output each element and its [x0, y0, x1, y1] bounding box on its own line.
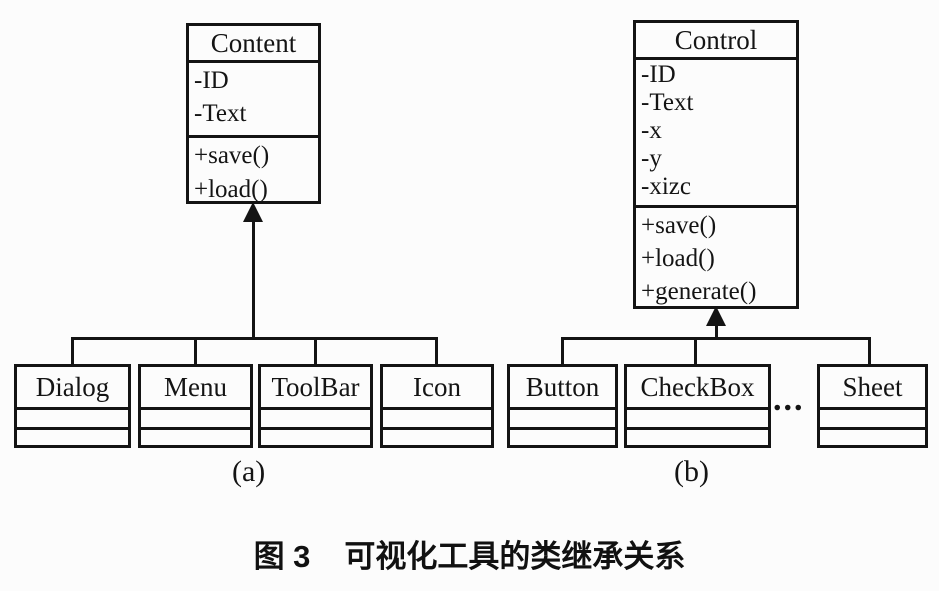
branch-stub-dialog	[71, 340, 74, 365]
branch-stub-icon	[435, 340, 438, 365]
class-name: Content	[189, 26, 318, 63]
attribute: -ID	[641, 61, 676, 88]
empty-methods-compartment	[510, 430, 615, 445]
attribute: -y	[641, 145, 662, 172]
class-box-sheet: Sheet	[817, 364, 928, 448]
empty-methods-compartment	[383, 430, 491, 445]
branch-stub-menu	[194, 340, 197, 365]
attribute: -xizc	[641, 173, 691, 200]
class-box-dialog: Dialog	[14, 364, 131, 448]
class-box-menu: Menu	[138, 364, 253, 448]
empty-attributes-compartment	[627, 410, 768, 430]
class-name: Dialog	[17, 367, 128, 410]
class-name: Button	[510, 367, 615, 410]
branch-stub-toolbar	[314, 340, 317, 365]
method: +save()	[194, 142, 270, 169]
inheritance-branch-line	[561, 337, 871, 340]
class-box-content: Content -ID -Text +save() +load()	[186, 23, 321, 204]
empty-methods-compartment	[627, 430, 768, 445]
figure-caption: 图 3 可视化工具的类继承关系	[0, 531, 939, 576]
class-name: ToolBar	[261, 367, 370, 410]
empty-attributes-compartment	[141, 410, 250, 430]
attribute: -Text	[194, 100, 247, 127]
attribute: -Text	[641, 89, 694, 116]
methods-compartment: +save() +load()	[189, 138, 318, 208]
attributes-compartment: -ID -Text	[189, 63, 318, 138]
empty-methods-compartment	[141, 430, 250, 445]
branch-stub-checkbox	[694, 340, 697, 365]
class-name: Control	[636, 23, 796, 60]
class-box-toolbar: ToolBar	[258, 364, 373, 448]
empty-attributes-compartment	[510, 410, 615, 430]
inheritance-line	[252, 220, 255, 339]
class-name: Icon	[383, 367, 491, 410]
empty-attributes-compartment	[261, 410, 370, 430]
branch-stub-button	[561, 340, 564, 365]
attributes-compartment: -ID -Text -x -y -xizc	[636, 60, 796, 208]
class-box-button: Button	[507, 364, 618, 448]
empty-attributes-compartment	[820, 410, 925, 430]
more-subclasses-ellipsis: ...	[773, 381, 805, 418]
class-name: Sheet	[820, 367, 925, 410]
class-box-control: Control -ID -Text -x -y -xizc +save() +l…	[633, 20, 799, 309]
inheritance-arrowhead	[706, 306, 726, 326]
method: +load()	[641, 245, 715, 272]
empty-methods-compartment	[820, 430, 925, 445]
class-name: Menu	[141, 367, 250, 410]
inheritance-line	[715, 323, 718, 339]
class-box-checkbox: CheckBox	[624, 364, 771, 448]
attribute: -ID	[194, 67, 229, 94]
class-name: CheckBox	[627, 367, 768, 410]
empty-methods-compartment	[261, 430, 370, 445]
empty-attributes-compartment	[17, 410, 128, 430]
method: +save()	[641, 212, 717, 239]
attribute: -x	[641, 117, 662, 144]
class-box-icon: Icon	[380, 364, 494, 448]
methods-compartment: +save() +load() +generate()	[636, 208, 796, 309]
empty-methods-compartment	[17, 430, 128, 445]
branch-stub-sheet	[868, 340, 871, 365]
figure-title: 可视化工具的类继承关系	[344, 539, 686, 574]
inheritance-branch-line	[71, 337, 438, 340]
method: +load()	[194, 176, 268, 203]
figure-number: 图 3	[253, 539, 311, 574]
subfigure-label-a: (a)	[232, 455, 266, 488]
method: +generate()	[641, 278, 757, 305]
inheritance-arrowhead	[243, 202, 263, 222]
subfigure-label-b: (b)	[674, 455, 709, 488]
empty-attributes-compartment	[383, 410, 491, 430]
